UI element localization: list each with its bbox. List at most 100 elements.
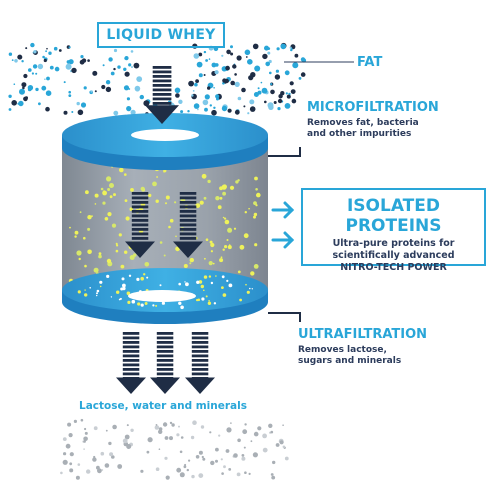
protein-dot bbox=[255, 188, 258, 191]
particle-dot bbox=[211, 109, 217, 116]
output-dot bbox=[176, 433, 180, 437]
protein-dot bbox=[155, 199, 159, 203]
output-dot bbox=[112, 424, 117, 430]
particle-dot bbox=[17, 54, 23, 60]
protein-dot bbox=[115, 249, 119, 253]
ultrafiltration-desc-line: sugars and minerals bbox=[298, 356, 402, 366]
particle-dot bbox=[68, 94, 72, 97]
protein-dot bbox=[87, 227, 91, 231]
output-dot bbox=[75, 475, 80, 480]
particle-dot bbox=[41, 85, 47, 91]
particle-dot bbox=[232, 64, 237, 69]
protein-dot bbox=[102, 190, 107, 196]
protein-dot bbox=[84, 264, 87, 268]
output-dot bbox=[117, 464, 123, 469]
particle-dot bbox=[198, 73, 203, 78]
protein-dot bbox=[74, 230, 79, 235]
output-label: Lactose, water and minerals bbox=[79, 400, 247, 412]
output-dot bbox=[201, 455, 204, 459]
particle-dot bbox=[87, 59, 90, 62]
membrane-dot bbox=[221, 286, 224, 289]
particle-dot bbox=[278, 94, 283, 99]
membrane-dot bbox=[116, 290, 120, 294]
particle-dot bbox=[58, 49, 62, 52]
particle-dot bbox=[230, 45, 233, 49]
particle-dot bbox=[275, 69, 279, 73]
protein-dot bbox=[222, 191, 227, 196]
output-dot bbox=[202, 457, 206, 461]
membrane-dot bbox=[143, 273, 146, 276]
membrane-dot bbox=[140, 303, 144, 307]
right-arrow-icon bbox=[271, 201, 295, 219]
output-dot bbox=[220, 458, 223, 461]
particle-dot bbox=[213, 106, 216, 110]
particle-dot bbox=[191, 94, 194, 97]
particle-dot bbox=[260, 81, 263, 84]
protein-dot bbox=[87, 215, 92, 220]
membrane-dot bbox=[213, 302, 217, 305]
membrane-dot bbox=[118, 298, 121, 301]
particle-dot bbox=[213, 87, 215, 89]
protein-dot bbox=[183, 264, 188, 268]
output-dot bbox=[97, 468, 102, 474]
particle-dot bbox=[101, 84, 106, 90]
output-dot bbox=[248, 472, 251, 475]
particle-dot bbox=[83, 86, 87, 90]
membrane-dot bbox=[221, 275, 225, 279]
output-dot bbox=[242, 429, 248, 435]
particle-dot bbox=[66, 60, 71, 64]
liquid-whey-label: LIQUID WHEY bbox=[97, 22, 225, 48]
output-dot bbox=[164, 456, 168, 460]
membrane-dot bbox=[245, 283, 247, 286]
output-dot bbox=[236, 472, 241, 477]
particle-dot bbox=[136, 76, 143, 82]
output-dot bbox=[200, 425, 205, 429]
protein-dot bbox=[69, 226, 71, 229]
particle-dot bbox=[23, 73, 28, 79]
protein-dot bbox=[85, 190, 89, 195]
output-dot bbox=[237, 438, 241, 443]
particle-dot bbox=[209, 104, 212, 107]
particle-dot bbox=[110, 71, 115, 76]
particle-dot bbox=[226, 49, 231, 55]
particle-dot bbox=[126, 97, 130, 101]
particle-dot bbox=[261, 87, 268, 94]
membrane-dot bbox=[136, 277, 140, 281]
membrane-hole bbox=[128, 290, 196, 302]
down-arrow-icon bbox=[116, 332, 146, 394]
output-dot bbox=[62, 459, 68, 465]
protein-dot bbox=[94, 203, 97, 205]
output-dot bbox=[178, 425, 180, 428]
membrane-dot bbox=[140, 276, 144, 281]
membrane-dot bbox=[239, 298, 243, 302]
output-dot bbox=[241, 454, 245, 457]
particle-dot bbox=[45, 50, 47, 53]
protein-dot bbox=[203, 196, 207, 200]
protein-dot bbox=[207, 179, 211, 184]
particle-dot bbox=[202, 99, 209, 106]
particle-dot bbox=[241, 87, 246, 93]
particle-dot bbox=[265, 61, 271, 67]
output-dot bbox=[100, 451, 105, 456]
particle-dot bbox=[254, 65, 261, 72]
output-dot bbox=[171, 423, 175, 427]
particle-dot bbox=[249, 99, 255, 105]
protein-dot bbox=[125, 216, 130, 221]
particle-dot bbox=[21, 60, 24, 63]
particle-dot bbox=[124, 71, 130, 77]
particle-dot bbox=[92, 70, 98, 76]
particle-dot bbox=[284, 70, 290, 76]
particle-dot bbox=[175, 93, 180, 98]
membrane-dot bbox=[159, 284, 162, 287]
output-dot bbox=[223, 465, 226, 469]
membrane-dot bbox=[128, 274, 132, 277]
protein-dot bbox=[113, 193, 116, 197]
particle-dot bbox=[253, 92, 259, 97]
protein-dot bbox=[208, 261, 213, 266]
particle-dot bbox=[187, 110, 190, 113]
output-dot bbox=[92, 457, 97, 462]
particle-dot bbox=[221, 105, 228, 112]
membrane-dot bbox=[208, 300, 210, 302]
particle-dot bbox=[208, 58, 211, 60]
protein-dot bbox=[220, 256, 223, 259]
